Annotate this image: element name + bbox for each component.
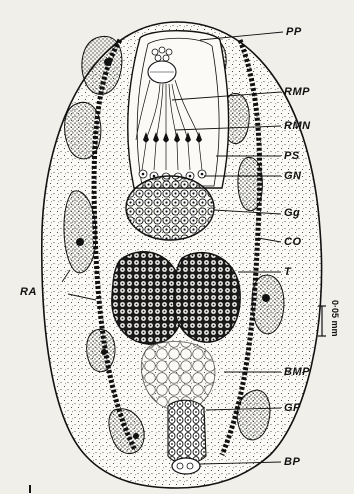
label-co: CO bbox=[284, 236, 302, 248]
testis-right bbox=[174, 253, 240, 343]
label-bp: BP bbox=[284, 456, 300, 468]
ganglion bbox=[126, 176, 214, 240]
label-t: T bbox=[284, 266, 291, 278]
label-rmn: RMN bbox=[284, 120, 311, 132]
label-rmp: RMP bbox=[284, 86, 310, 98]
genital-column bbox=[168, 400, 206, 463]
label-gn: GN bbox=[284, 170, 302, 182]
label-ra: RA bbox=[20, 286, 37, 298]
bursa-papilla bbox=[172, 458, 200, 474]
label-pp: PP bbox=[286, 26, 302, 38]
label-gp: GP bbox=[284, 402, 301, 414]
label-gg: Gg bbox=[284, 207, 300, 219]
label-bmp: BMP bbox=[284, 366, 310, 378]
testis-left bbox=[112, 252, 183, 344]
scale-label: 0·05 mm bbox=[330, 300, 340, 337]
label-ps: PS bbox=[284, 150, 300, 162]
